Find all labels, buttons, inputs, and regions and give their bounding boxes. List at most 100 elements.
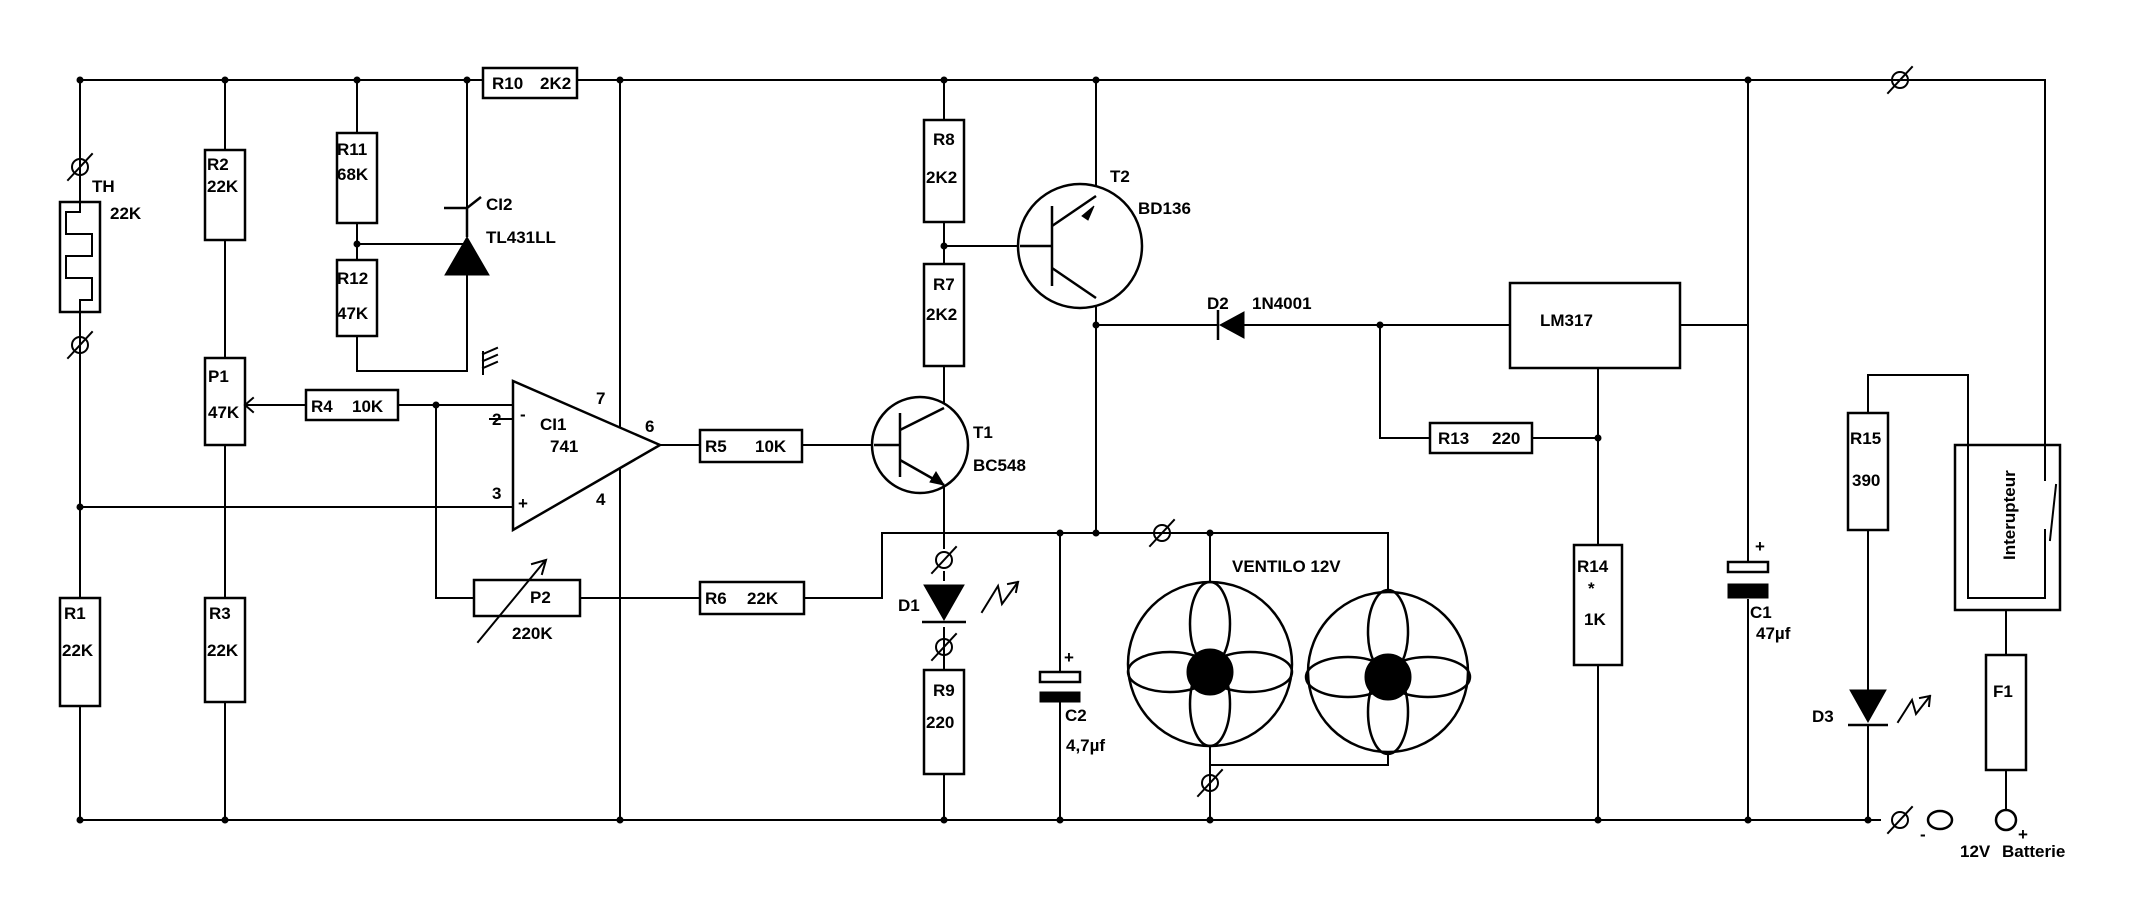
capacitor-c1: + C1 47µf (1726, 537, 1791, 643)
battery-name: Batterie (2002, 842, 2065, 861)
connector-battery-minus (1886, 805, 1914, 835)
r11-value: 68K (337, 165, 369, 184)
r15-ref: R15 (1850, 429, 1881, 448)
c2-value: 4,7µf (1066, 736, 1105, 755)
shunt-regulator-ci2: CI2 TL431LL (444, 195, 556, 276)
r8-value: 2K2 (926, 168, 957, 187)
r2-value: 22K (207, 177, 239, 196)
ci2-ref: CI2 (486, 195, 512, 214)
p2-value: 220K (512, 624, 553, 643)
r10-ref: R10 (492, 74, 523, 93)
d3-ref: D3 (1812, 707, 1834, 726)
switch-label: Interupteur (2000, 470, 2019, 560)
ci1-pin-7: 7 (596, 389, 605, 408)
fans-ventilo: VENTILO 12V (1126, 557, 1472, 756)
r6-ref: R6 (705, 589, 727, 608)
battery-plus-sign: + (2018, 825, 2028, 844)
th-value: 22K (110, 204, 142, 223)
fan-right-icon (1304, 588, 1472, 756)
d1-ref: D1 (898, 596, 920, 615)
p1-value: 47K (208, 403, 240, 422)
connector-th-bottom (66, 330, 94, 360)
r10-value: 2K2 (540, 74, 571, 93)
r7-ref: R7 (933, 275, 955, 294)
fan-left-icon (1126, 580, 1294, 748)
c1-plus: + (1755, 537, 1765, 556)
connector-th-top (66, 152, 94, 182)
r11-ref: R11 (337, 140, 367, 159)
ci1-pin-2: 2 (492, 410, 501, 429)
c1-ref: C1 (1750, 603, 1772, 622)
resistor-r5: R5 10K (698, 428, 804, 464)
r4-value: 10K (352, 397, 384, 416)
resistor-r9: R9 220 (922, 668, 966, 776)
diode-d2: D2 1N4001 (1207, 294, 1312, 340)
variable-resistor-p2: P2 220K (472, 558, 582, 644)
resistor-r11: R11 68K (335, 131, 379, 225)
r13-ref: R13 (1438, 429, 1469, 448)
fuse-f1: F1 (1984, 653, 2028, 772)
c1-value: 47µf (1756, 624, 1791, 643)
r1-value: 22K (62, 641, 94, 660)
c2-plus: + (1064, 648, 1074, 667)
ci1-ref: CI1 (540, 415, 566, 434)
connector-d1-top (930, 545, 958, 575)
transistor-t2: T2 BD136 (1016, 167, 1191, 310)
resistor-r14: R14 * 1K (1572, 543, 1624, 667)
ci1-pin-6: 6 (645, 417, 654, 436)
d2-value: 1N4001 (1252, 294, 1312, 313)
r7-value: 2K2 (926, 305, 957, 324)
r15-value: 390 (1852, 471, 1880, 490)
connector-d1-bottom (930, 632, 958, 662)
r3-ref: R3 (209, 604, 231, 623)
resistor-r2: R2 22K (203, 148, 247, 242)
r9-ref: R9 (933, 681, 955, 700)
p1-ref: P1 (208, 367, 229, 386)
connector-marks (66, 65, 1914, 835)
r8-ref: R8 (933, 130, 955, 149)
f1-ref: F1 (1993, 682, 2013, 701)
resistor-r7: R7 2K2 (922, 262, 966, 368)
r14-value: 1K (1584, 610, 1606, 629)
ci1-pin-3: 3 (492, 484, 501, 503)
switch-interupteur: Interupteur (1953, 374, 2062, 612)
t2-ref: T2 (1110, 167, 1130, 186)
r5-value: 10K (755, 437, 787, 456)
resistor-r4: R4 10K (304, 388, 400, 422)
r9-value: 220 (926, 713, 954, 732)
r14-ref: R14 (1577, 557, 1609, 576)
r1-ref: R1 (64, 604, 86, 623)
potentiometer-p1: P1 47K (203, 356, 255, 447)
ci1-plus-sign: + (518, 494, 528, 513)
resistor-r15: R15 390 (1846, 411, 1890, 532)
r14-mark: * (1588, 579, 1595, 598)
r12-ref: R12 (337, 269, 368, 288)
lm317-ref: LM317 (1540, 311, 1593, 330)
connector-top-right (1886, 65, 1914, 95)
r3-value: 22K (207, 641, 239, 660)
resistor-r8: R8 2K2 (922, 118, 966, 224)
resistor-r12: R12 47K (335, 258, 379, 338)
regulator-lm317: LM317 (1508, 281, 1682, 370)
r5-ref: R5 (705, 437, 727, 456)
resistor-r3: R3 22K (203, 596, 247, 704)
junction-dots (76, 76, 1872, 824)
t1-ref: T1 (973, 423, 993, 442)
ci1-minus-sign: - (520, 405, 526, 424)
ground-symbol (481, 346, 499, 375)
resistor-r6: R6 22K (698, 580, 806, 616)
battery-terminals: - + 12V Batterie (1920, 808, 2065, 861)
resistor-r13: R13 220 (1428, 421, 1534, 455)
ci2-value: TL431LL (486, 228, 556, 247)
capacitor-c2: + C2 4,7µf (1038, 648, 1105, 755)
r4-ref: R4 (311, 397, 333, 416)
ci1-value: 741 (550, 437, 578, 456)
resistor-r1: R1 22K (58, 596, 102, 708)
p2-ref: P2 (530, 588, 551, 607)
connector-fan-top (1148, 518, 1176, 548)
battery-voltage: 12V (1960, 842, 1991, 861)
battery-minus-sign: - (1920, 825, 1926, 844)
transistor-t1: T1 BC548 (870, 395, 1026, 495)
d2-ref: D2 (1207, 294, 1229, 313)
